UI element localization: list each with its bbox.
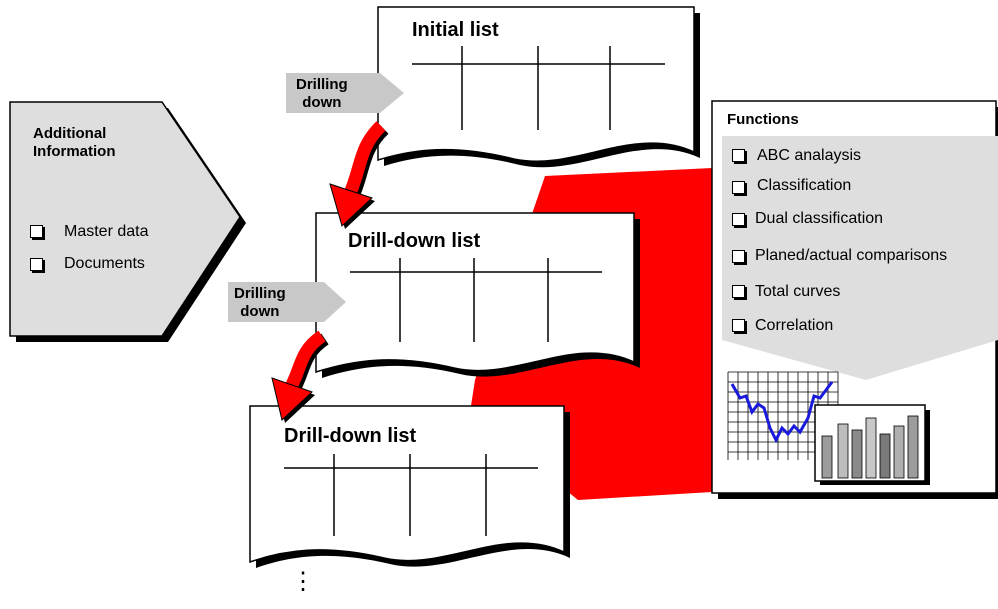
drilldown-list-2-document — [249, 405, 570, 568]
additional-info-panel — [9, 101, 246, 342]
drilldown-list-2-table-lines — [284, 454, 538, 536]
additional-info-title-line1: Additional — [33, 125, 107, 142]
checkbox-classification[interactable] — [732, 181, 745, 194]
drilldown-list-2-title: Drill-down list — [284, 425, 417, 447]
functions-title: Functions — [727, 111, 799, 128]
function-item-abc-analysis: ABC analaysis — [757, 147, 862, 164]
drilling-down-upper-line2: down — [302, 94, 342, 111]
checkbox-total-curves[interactable] — [732, 285, 745, 298]
line-chart-series — [730, 381, 834, 444]
drilldown-list-1-title: Drill-down list — [348, 230, 481, 252]
function-item-planed-actual: Planed/actual comparisons — [755, 247, 948, 264]
additional-info-title: Additional Information — [33, 125, 116, 161]
initial-list-table-lines — [412, 46, 665, 130]
checkbox-abc-analysis[interactable] — [732, 149, 745, 162]
drilling-down-lower-line2: down — [240, 303, 280, 320]
red-arrow-lower — [271, 330, 329, 423]
checkbox-planed-actual[interactable] — [732, 250, 745, 263]
drilling-down-lower-line1: Drilling — [234, 285, 286, 302]
drilling-down-pointer-upper — [286, 73, 404, 113]
drilling-down-upper-line1: Drilling — [296, 76, 348, 93]
function-item-classification: Classification — [757, 177, 852, 194]
initial-list-title: Initial list — [412, 19, 499, 41]
checkbox-correlation[interactable] — [732, 319, 745, 332]
red-arrow-upper — [329, 121, 389, 229]
checkbox-documents[interactable] — [30, 258, 43, 271]
continuation-ellipsis: ⋮ — [291, 568, 315, 595]
checkbox-master-data[interactable] — [30, 225, 43, 238]
functions-pointer — [722, 136, 998, 380]
drilling-down-label-lower: Drilling down — [234, 285, 286, 321]
function-item-correlation: Correlation — [755, 317, 834, 334]
function-item-total-curves: Total curves — [755, 283, 841, 300]
drilldown-list-1-document — [315, 212, 640, 378]
bar-chart-icon — [814, 404, 930, 485]
additional-item-master-data: Master data — [64, 223, 149, 240]
drilling-down-pointer-lower — [228, 282, 346, 322]
additional-item-documents: Documents — [64, 255, 145, 272]
drilling-down-label-upper: Drilling down — [296, 76, 348, 112]
checkbox-dual-classification[interactable] — [732, 213, 745, 226]
drilldown-list-1-table-lines — [350, 258, 602, 342]
function-item-dual-classification: Dual classification — [755, 210, 884, 227]
additional-info-title-line2: Information — [33, 143, 116, 160]
initial-list-document — [377, 6, 700, 168]
